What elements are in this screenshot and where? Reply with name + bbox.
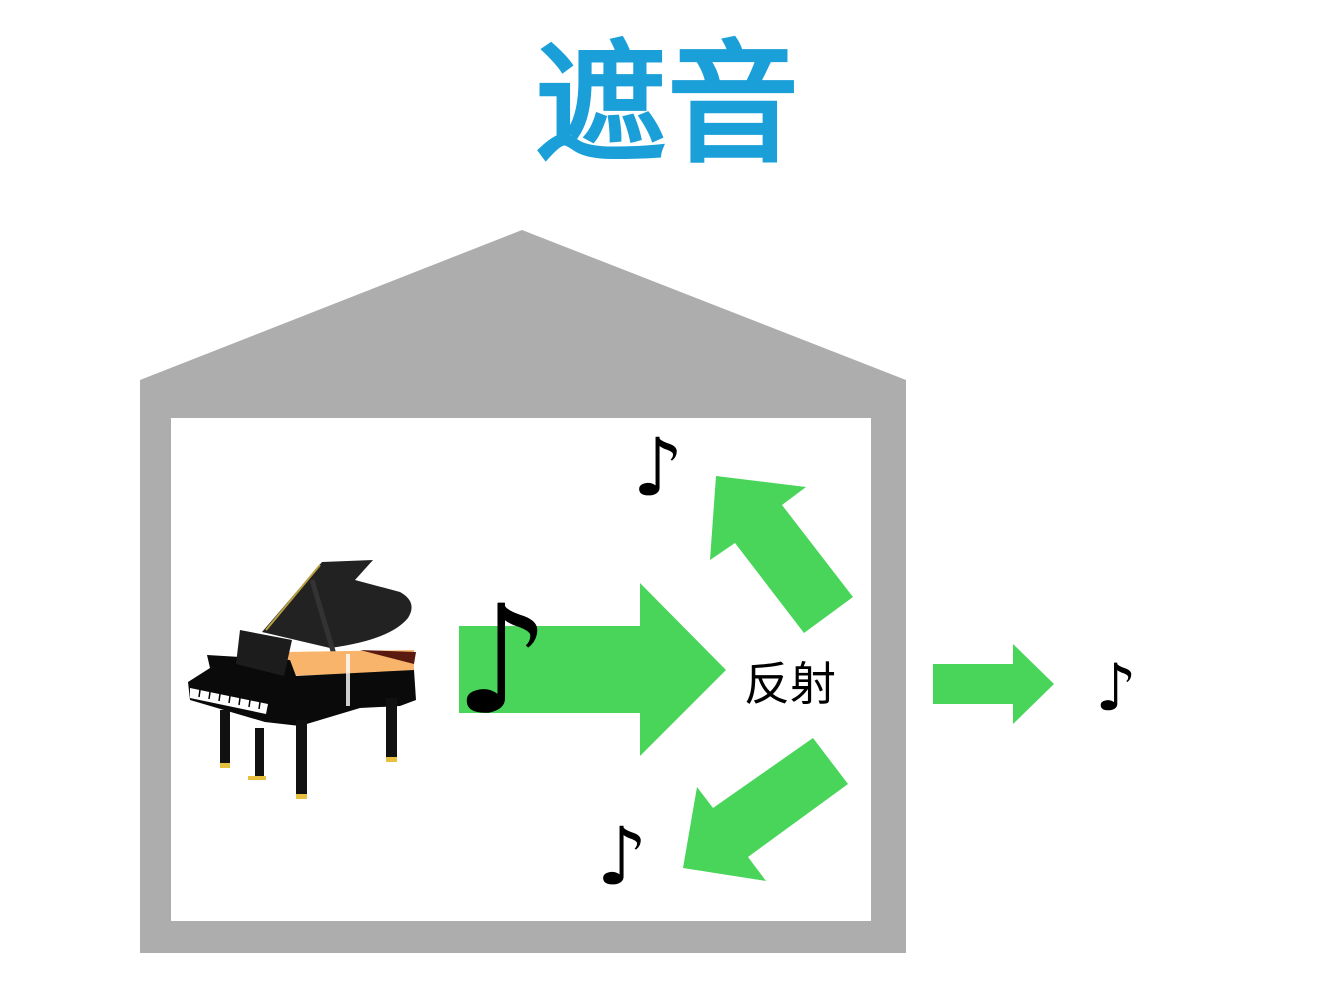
music-note-icon-outside: ♪: [1095, 651, 1136, 726]
transmitted-arrow: [933, 644, 1054, 724]
title: 遮音: [535, 28, 799, 182]
music-note-icon-large: ♪: [454, 574, 550, 748]
reflect-down-arrow: [683, 738, 848, 881]
music-note-icon-lower: ♪: [596, 810, 647, 903]
music-note-icon-upper: ♪: [632, 421, 683, 514]
reflect-up-arrow: [710, 476, 853, 633]
reflection-label: 反射: [744, 657, 836, 711]
main-right-arrow: [459, 583, 726, 756]
grand-piano-icon: [188, 560, 416, 799]
